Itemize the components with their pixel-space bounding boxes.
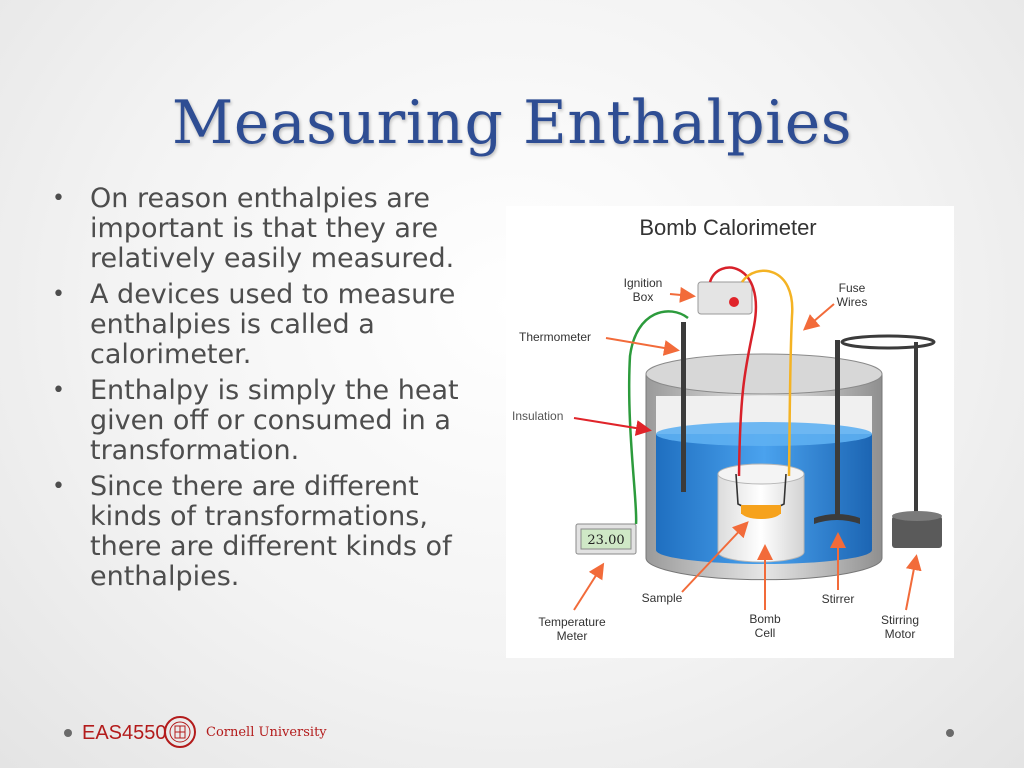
- water-surface: [656, 422, 872, 446]
- label-fuse: Fuse: [839, 281, 866, 295]
- meter-reading: 23.00: [587, 533, 624, 548]
- arrow-fuse: [802, 303, 835, 331]
- stirrer-blade: [814, 514, 860, 524]
- label-bomb-cell: Cell: [755, 626, 776, 640]
- bomb-cell-top: [717, 463, 805, 485]
- cornell-seal-icon: [164, 716, 196, 748]
- bullet-item: • Enthalpy is simply the heat given off o…: [52, 376, 482, 466]
- label-ignition: Ignition: [624, 276, 663, 290]
- label-stirring: Stirring: [881, 613, 919, 627]
- ignition-box: [697, 281, 753, 315]
- ignition-light: [729, 297, 739, 307]
- university-name: Cornell University: [206, 725, 327, 740]
- bullet-item: • A devices used to measure enthalpies is…: [52, 280, 482, 370]
- stirrer-rod: [835, 340, 840, 520]
- label-thermometer: Thermometer: [519, 330, 591, 344]
- label-fuse-wires: Wires: [837, 295, 868, 309]
- arrow-temperature-meter: [573, 562, 605, 611]
- thermometer-rod: [681, 322, 686, 492]
- label-temperature-meter: Meter: [557, 629, 588, 643]
- bullet-text: Enthalpy is simply the heat given off or…: [90, 375, 459, 466]
- stirring-motor: [892, 516, 942, 548]
- bullet-marker: •: [52, 282, 65, 307]
- outer-container-rim: [645, 353, 883, 395]
- footer-dot-left: [64, 729, 72, 737]
- label-bomb: Bomb: [749, 612, 781, 626]
- bullet-item: • On reason enthalpies are important is t…: [52, 184, 482, 274]
- bullet-text: On reason enthalpies are important is th…: [90, 183, 455, 274]
- arrow-stirring-motor: [905, 554, 922, 611]
- label-stirring-motor: Motor: [885, 627, 916, 641]
- bullet-text: A devices used to measure enthalpies is …: [90, 279, 456, 370]
- diagram-title: Bomb Calorimeter: [639, 215, 816, 240]
- bullet-text: Since there are different kinds of trans…: [90, 471, 452, 592]
- arrow-thermometer: [605, 337, 680, 356]
- arrow-insulation: [573, 417, 652, 436]
- label-insulation: Insulation: [512, 409, 563, 423]
- label-temperature: Temperature: [538, 615, 606, 629]
- arrow-sample: [681, 521, 749, 593]
- label-sample: Sample: [642, 591, 683, 605]
- arrow-ignition: [669, 286, 696, 303]
- course-code: EAS4550: [82, 722, 167, 744]
- label-stirrer: Stirrer: [822, 592, 855, 606]
- label-ignition-box: Box: [633, 290, 654, 304]
- bullet-marker: •: [52, 474, 65, 499]
- bullet-item: • Since there are different kinds of tran…: [52, 472, 482, 592]
- bomb-calorimeter-diagram: Bomb Calorimeter: [506, 206, 954, 658]
- bullet-list: • On reason enthalpies are important is t…: [52, 184, 482, 598]
- motor-shaft: [914, 342, 918, 522]
- bullet-marker: •: [52, 186, 65, 211]
- slide-title: Measuring Enthalpies: [171, 88, 853, 158]
- footer-dot-right: [946, 729, 954, 737]
- bullet-marker: •: [52, 378, 65, 403]
